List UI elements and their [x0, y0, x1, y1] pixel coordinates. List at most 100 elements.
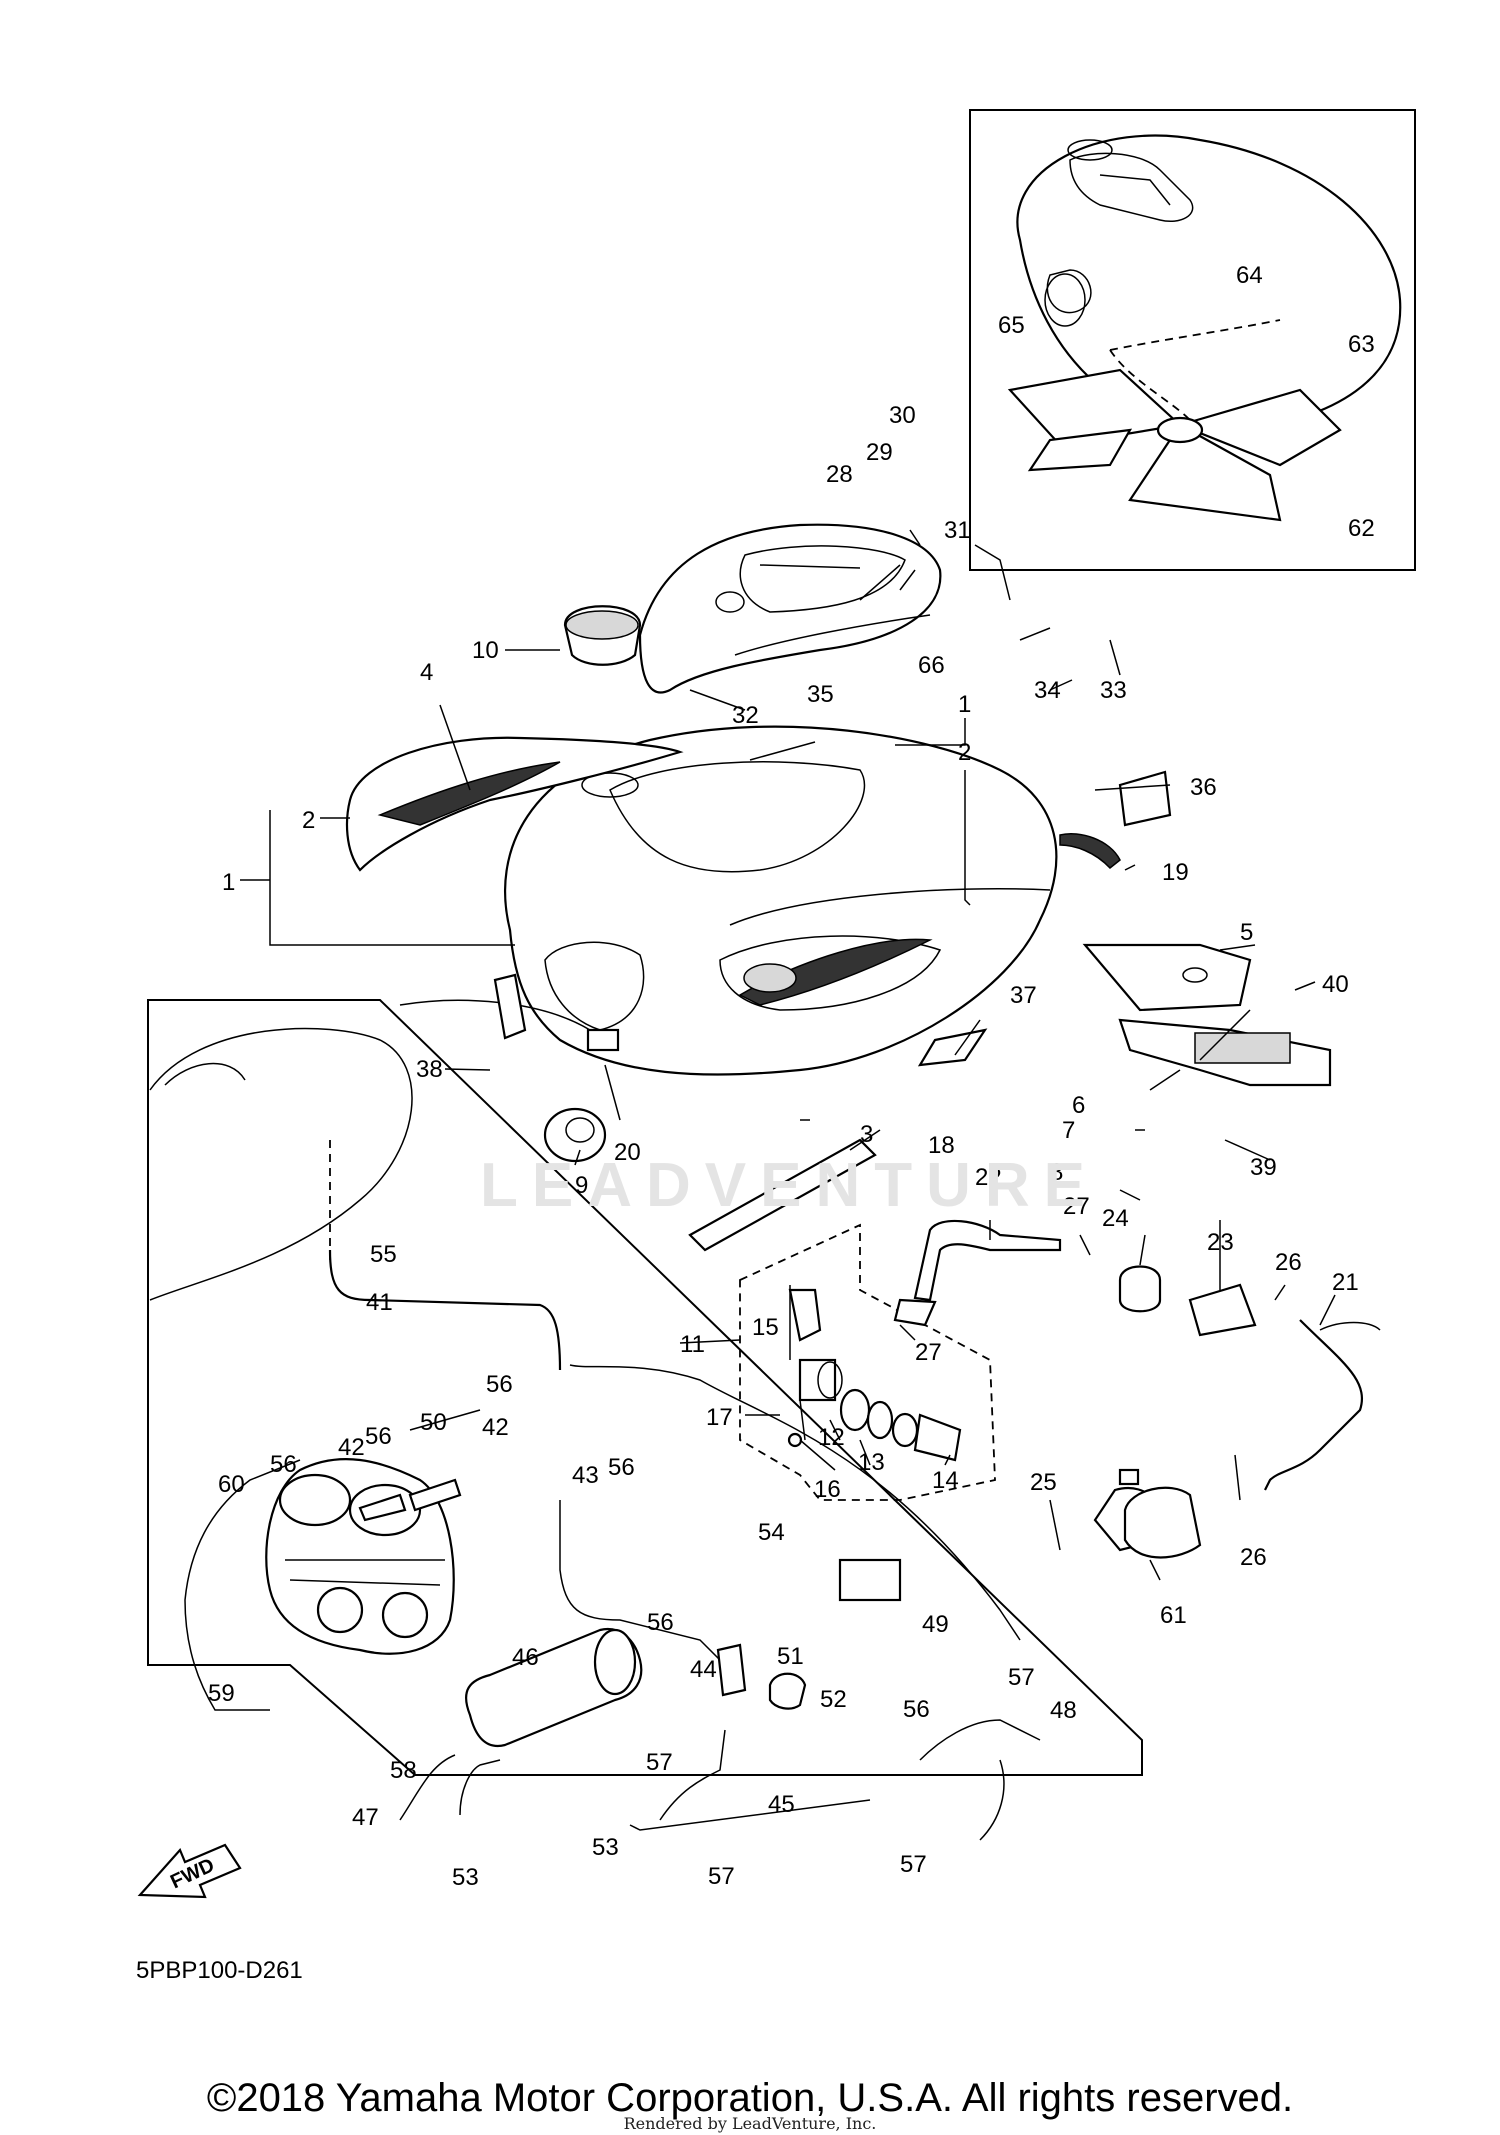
- callout-37: 37: [1010, 982, 1037, 1009]
- callout-39: 39: [1250, 1154, 1277, 1181]
- fuel-line-and-pump: [893, 1219, 1381, 1559]
- callout-1: 1: [958, 691, 971, 718]
- callout-34: 34: [1034, 677, 1061, 704]
- lower-panel: [147, 999, 1143, 1776]
- callout-38: 38: [416, 1056, 443, 1083]
- callout-29: 29: [866, 439, 893, 466]
- callout-42: 42: [338, 1434, 365, 1461]
- callout-56: 56: [903, 1696, 930, 1723]
- callout-23: 23: [1207, 1229, 1234, 1256]
- rendered-by-credit: Rendered by LeadVenture, Inc.: [623, 2114, 877, 2133]
- callout-5: 5: [1240, 919, 1253, 946]
- callout-57: 57: [646, 1749, 673, 1776]
- callout-4: 4: [420, 659, 433, 686]
- callout-19: 19: [1162, 859, 1189, 886]
- callout-32: 32: [732, 702, 759, 729]
- leader-lines: [240, 529, 1336, 1581]
- callout-8: 8: [1050, 1159, 1063, 1186]
- callout-10: 10: [472, 637, 499, 664]
- callout-42: 42: [482, 1414, 509, 1441]
- callout-56: 56: [647, 1609, 674, 1636]
- watermark: LEADVENTURE: [480, 1151, 1100, 1220]
- damper-strip: [688, 1138, 877, 1252]
- callout-45: 45: [768, 1791, 795, 1818]
- tank-cover: [638, 523, 942, 694]
- callout-28: 28: [826, 461, 853, 488]
- fittings: [358, 1478, 902, 1710]
- callout-62: 62: [1348, 515, 1375, 542]
- callout-50: 50: [420, 1409, 447, 1436]
- callout-58: 58: [390, 1757, 417, 1784]
- callout-49: 49: [922, 1611, 949, 1638]
- callout-52: 52: [820, 1686, 847, 1713]
- callout-2: 2: [958, 739, 971, 766]
- callout-63: 63: [1348, 331, 1375, 358]
- callout-2: 2: [302, 807, 315, 834]
- callout-17: 17: [706, 1404, 733, 1431]
- callout-43: 43: [572, 1462, 599, 1489]
- callout-30: 30: [889, 402, 916, 429]
- callout-26: 26: [1240, 1544, 1267, 1571]
- callout-7: 7: [1062, 1117, 1075, 1144]
- callout-51: 51: [777, 1643, 804, 1670]
- callout-36: 36: [1190, 774, 1217, 801]
- callout-56: 56: [608, 1454, 635, 1481]
- fwd-arrow-icon: FWD: [137, 1843, 242, 1899]
- callout-31: 31: [944, 517, 971, 544]
- callout-48: 48: [1050, 1697, 1077, 1724]
- fuel-cock-assembly: [739, 1223, 996, 1501]
- callout-18: 18: [928, 1132, 955, 1159]
- callout-56: 56: [486, 1371, 513, 1398]
- callout-21: 21: [1332, 1269, 1359, 1296]
- inset-panel: [969, 109, 1416, 571]
- callout-15: 15: [752, 1314, 779, 1341]
- emblem-5-and-bracket-39: [1082, 943, 1332, 1087]
- callout-59: 59: [208, 1680, 235, 1707]
- callout-1: 1: [222, 869, 235, 896]
- callout-16: 16: [814, 1476, 841, 1503]
- callout-55: 55: [370, 1241, 397, 1268]
- callout-24: 24: [1102, 1205, 1129, 1232]
- callout-13: 13: [858, 1449, 885, 1476]
- callout-20: 20: [614, 1139, 641, 1166]
- callout-57: 57: [900, 1851, 927, 1878]
- small-pads: [493, 770, 1172, 1163]
- callout-61: 61: [1160, 1602, 1187, 1629]
- callout-54: 54: [758, 1519, 785, 1546]
- copyright-notice: ©2018 Yamaha Motor Corporation, U.S.A. A…: [206, 2076, 1294, 2120]
- callout-44: 44: [690, 1656, 717, 1683]
- callout-9: 9: [575, 1172, 588, 1199]
- callout-35: 35: [807, 681, 834, 708]
- carburetor-assembly: [265, 1458, 455, 1655]
- callout-12: 12: [818, 1424, 845, 1451]
- callout-22: 22: [975, 1164, 1002, 1191]
- callout-27: 27: [915, 1339, 942, 1366]
- callout-labels: 1 2 1 2 3 4 5 6 7 8 9 10 11 12 13 14 15 …: [208, 262, 1375, 1891]
- callout-64: 64: [1236, 262, 1263, 289]
- side-emblem: [345, 736, 684, 872]
- diagram-code: 5PBP100-D261: [136, 1957, 303, 1984]
- canister: [464, 1627, 643, 1748]
- callout-57: 57: [1008, 1664, 1035, 1691]
- fuel-cap: [563, 605, 642, 666]
- callout-47: 47: [352, 1804, 379, 1831]
- callout-66: 66: [918, 652, 945, 679]
- callout-41: 41: [366, 1289, 393, 1316]
- callout-56: 56: [270, 1451, 297, 1478]
- callout-26: 26: [1275, 1249, 1302, 1276]
- callout-6: 6: [1072, 1092, 1085, 1119]
- callout-11: 11: [680, 1331, 705, 1358]
- callout-53: 53: [452, 1864, 479, 1891]
- callout-3: 3: [860, 1121, 873, 1148]
- callout-14: 14: [932, 1467, 959, 1494]
- callout-40: 40: [1322, 971, 1349, 998]
- callout-33: 33: [1100, 677, 1127, 704]
- callout-56: 56: [365, 1423, 392, 1450]
- callout-57: 57: [708, 1863, 735, 1890]
- callout-25: 25: [1030, 1469, 1057, 1496]
- callout-65: 65: [998, 312, 1025, 339]
- callout-46: 46: [512, 1644, 539, 1671]
- vent-hoses: [184, 1249, 1041, 1841]
- callout-60: 60: [218, 1471, 245, 1498]
